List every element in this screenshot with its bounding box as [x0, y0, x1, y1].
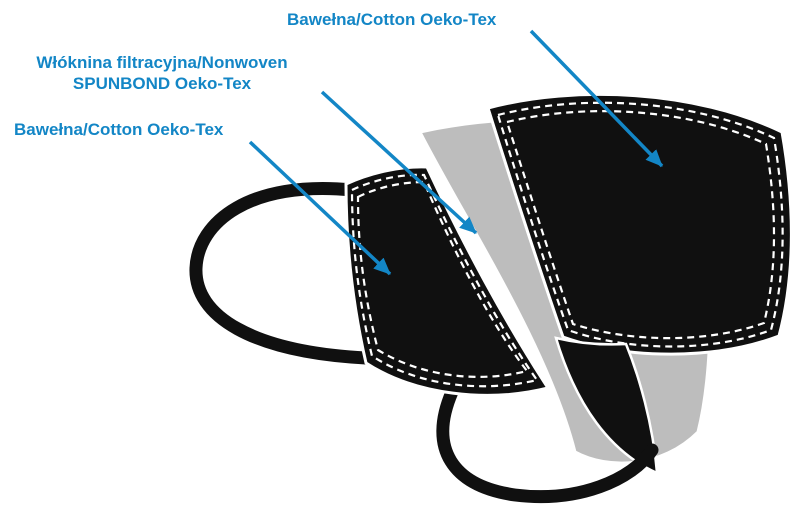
outer-cotton-layer-shape	[486, 92, 793, 356]
label-inner-cotton: Bawełna/Cotton Oeko-Tex	[14, 120, 224, 139]
arrow-to-inner-cotton	[248, 140, 392, 276]
label-nonwoven-line2: SPUNBOND Oeko-Tex	[72, 74, 252, 93]
label-nonwoven-line1: Włóknina filtracyjna/Nonwoven	[36, 53, 288, 72]
ear-loop-left	[189, 182, 373, 365]
label-outer-cotton: Bawełna/Cotton Oeko-Tex	[287, 10, 497, 29]
inner-layer-stitching-outer	[350, 173, 539, 388]
outer-layer-stitching-outer	[496, 101, 784, 348]
ear-loop-bottom	[436, 385, 659, 504]
label-nonwoven: Włóknina filtracyjna/Nonwoven SPUNBOND O…	[8, 52, 316, 94]
outer-layer-stitching-inner	[505, 110, 776, 340]
arrow-to-outer-cotton	[529, 29, 664, 168]
inner-cotton-layer-shape	[344, 165, 551, 397]
outer-layer-curl-flap	[554, 336, 659, 476]
arrow-to-nonwoven	[320, 90, 478, 235]
